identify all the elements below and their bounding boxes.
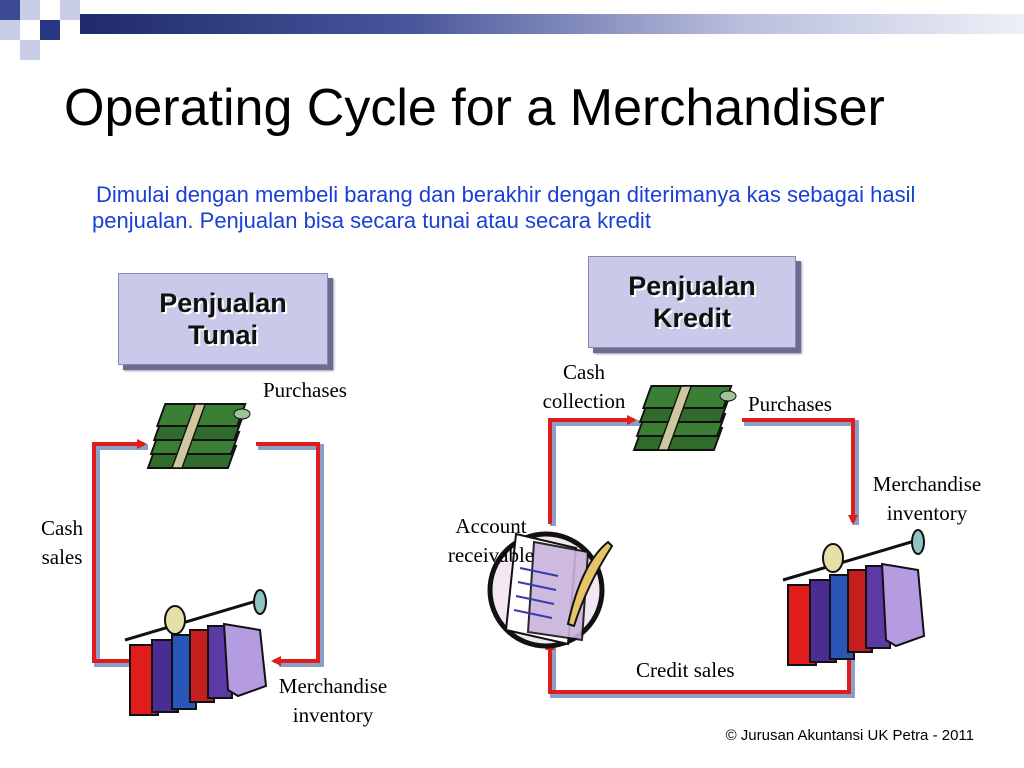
page-title: Operating Cycle for a Merchandiser <box>64 79 885 137</box>
cash-heading-line1: Penjualan <box>159 288 287 318</box>
credit-inventory-line1: Merchandise <box>872 472 982 496</box>
credit-purchases-label: Purchases <box>748 392 832 416</box>
subtitle-text: Dimulai dengan membeli barang dan berakh… <box>92 182 916 233</box>
deco-square <box>40 20 60 40</box>
cash-collection-label: Cash collection <box>528 358 640 416</box>
credit-heading-line1: Penjualan <box>628 271 756 301</box>
cash-sales-heading-box: Penjualan Tunai <box>118 273 328 365</box>
cash-collection-line2: collection <box>542 389 626 413</box>
credit-sales-heading-box: Penjualan Kredit <box>588 256 796 348</box>
cash-sales-line2: sales <box>41 545 83 569</box>
deco-square <box>60 0 80 20</box>
credit-sales-label: Credit sales <box>636 658 735 682</box>
cash-sales-line1: Cash <box>41 516 83 540</box>
cash-inventory-label: Merchandise inventory <box>262 672 404 730</box>
clothes-rack-icon <box>782 529 926 666</box>
deco-square <box>20 40 40 60</box>
money-stack-icon <box>632 385 737 451</box>
account-receivable-label: Account receivable <box>436 512 546 570</box>
cash-purchases-label: Purchases <box>263 378 347 402</box>
deco-square <box>20 20 40 40</box>
cash-cycle-arrows <box>92 439 324 667</box>
account-receivable-line1: Account <box>455 514 527 538</box>
credit-inventory-label: Merchandise inventory <box>856 470 998 528</box>
cash-inventory-line1: Merchandise <box>278 674 388 698</box>
credit-inventory-line2: inventory <box>886 501 968 525</box>
document-quill-icon <box>487 531 614 649</box>
credit-heading-line2: Kredit <box>652 303 731 333</box>
cash-inventory-line2: inventory <box>292 703 374 727</box>
account-receivable-line2: receivable <box>447 543 535 567</box>
cash-heading-line2: Tunai <box>187 320 258 350</box>
cash-collection-line1: Cash <box>563 360 605 384</box>
deco-square <box>0 20 20 40</box>
deco-square <box>40 0 60 20</box>
clothes-rack-icon <box>124 589 268 716</box>
footer-copyright: © Jurusan Akuntansi UK Petra - 2011 <box>725 727 974 744</box>
deco-square <box>20 0 40 20</box>
header-decoration-bar <box>80 14 1024 34</box>
deco-square <box>0 0 20 20</box>
cash-sales-label: Cash sales <box>30 514 94 572</box>
money-stack-icon <box>146 403 251 469</box>
